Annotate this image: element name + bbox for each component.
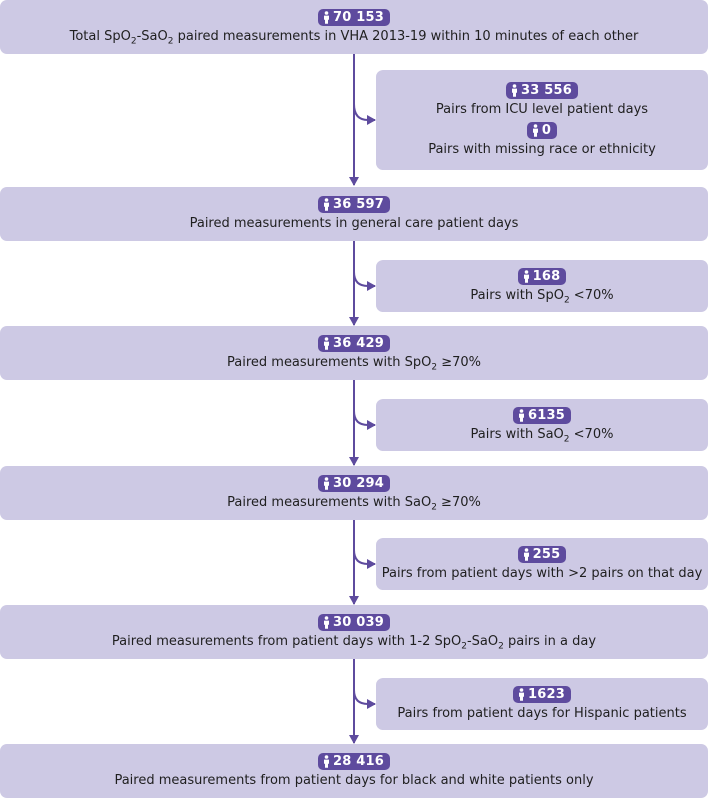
count-value: 33 556 bbox=[521, 83, 572, 98]
count-badge: 28 416 bbox=[318, 753, 390, 770]
count-badge: 36 429 bbox=[318, 335, 390, 352]
exclusion-box-multi-pairs: 255 Pairs from patient days with >2 pair… bbox=[376, 538, 708, 590]
exclusion-arrow bbox=[353, 689, 376, 709]
box-label: Total SpO2-SaO2 paired measurements in V… bbox=[69, 29, 639, 47]
count-value: 36 597 bbox=[333, 197, 384, 212]
exclusion-arrow bbox=[353, 549, 376, 569]
box-label: Pairs from patient days for Hispanic pat… bbox=[397, 706, 687, 721]
person-icon bbox=[323, 198, 330, 211]
count-badge: 33 556 bbox=[506, 82, 578, 99]
person-icon bbox=[323, 755, 330, 768]
count-badge: 255 bbox=[517, 546, 567, 563]
person-icon bbox=[518, 409, 525, 422]
box-label: Paired measurements from patient days wi… bbox=[111, 634, 597, 652]
count-badge: 1623 bbox=[513, 686, 571, 703]
box-label: Pairs from ICU level patient days bbox=[435, 102, 649, 117]
count-badge: 30 294 bbox=[318, 475, 390, 492]
box-label: Paired measurements with SaO2 ≥70% bbox=[227, 495, 481, 513]
box-label: Paired measurements in general care pati… bbox=[189, 216, 519, 231]
main-box-spo2: 36 429 Paired measurements with SpO2 ≥70… bbox=[0, 326, 708, 380]
person-icon bbox=[511, 84, 518, 97]
person-icon bbox=[523, 270, 530, 283]
exclusion-arrow bbox=[353, 410, 376, 430]
exclusion-box-hispanic: 1623 Pairs from patient days for Hispani… bbox=[376, 678, 708, 730]
count-value: 255 bbox=[532, 547, 561, 562]
person-icon bbox=[532, 124, 539, 137]
count-value: 30 294 bbox=[333, 476, 384, 491]
count-badge: 0 bbox=[526, 122, 558, 139]
count-badge: 168 bbox=[517, 268, 567, 285]
exclusion-arrow bbox=[353, 103, 376, 125]
count-value: 30 039 bbox=[333, 615, 384, 630]
person-icon bbox=[323, 337, 330, 350]
count-value: 6135 bbox=[528, 408, 565, 423]
exclusion-box-icu: 33 556 Pairs from ICU level patient days… bbox=[376, 70, 708, 170]
box-label: Pairs with SaO2 <70% bbox=[470, 427, 614, 445]
person-icon bbox=[323, 616, 330, 629]
count-badge: 36 597 bbox=[318, 196, 390, 213]
person-icon bbox=[323, 11, 330, 24]
exclusion-arrow bbox=[353, 271, 376, 291]
exclusion-box-sao2: 6135 Pairs with SaO2 <70% bbox=[376, 399, 708, 451]
main-box-sao2: 30 294 Paired measurements with SaO2 ≥70… bbox=[0, 466, 708, 520]
box-label: Pairs from patient days with >2 pairs on… bbox=[381, 566, 703, 581]
count-value: 28 416 bbox=[333, 754, 384, 769]
main-box-total: 70 153 Total SpO2-SaO2 paired measuremen… bbox=[0, 0, 708, 54]
count-value: 36 429 bbox=[333, 336, 384, 351]
person-icon bbox=[323, 477, 330, 490]
exclusion-box-spo2: 168 Pairs with SpO2 <70% bbox=[376, 260, 708, 312]
count-badge: 70 153 bbox=[318, 9, 390, 26]
count-value: 70 153 bbox=[333, 10, 384, 25]
main-box-pairs-per-day: 30 039 Paired measurements from patient … bbox=[0, 605, 708, 659]
count-badge: 30 039 bbox=[318, 614, 390, 631]
main-box-general-care: 36 597 Paired measurements in general ca… bbox=[0, 187, 708, 241]
main-box-final: 28 416 Paired measurements from patient … bbox=[0, 744, 708, 798]
box-label: Pairs with missing race or ethnicity bbox=[428, 142, 656, 157]
box-label: Paired measurements from patient days fo… bbox=[114, 773, 594, 788]
count-badge: 6135 bbox=[513, 407, 571, 424]
count-value: 168 bbox=[532, 269, 561, 284]
box-label: Pairs with SpO2 <70% bbox=[470, 288, 614, 306]
count-value: 0 bbox=[541, 123, 552, 138]
person-icon bbox=[523, 548, 530, 561]
box-label: Paired measurements with SpO2 ≥70% bbox=[227, 355, 481, 373]
count-value: 1623 bbox=[528, 687, 565, 702]
person-icon bbox=[518, 688, 525, 701]
